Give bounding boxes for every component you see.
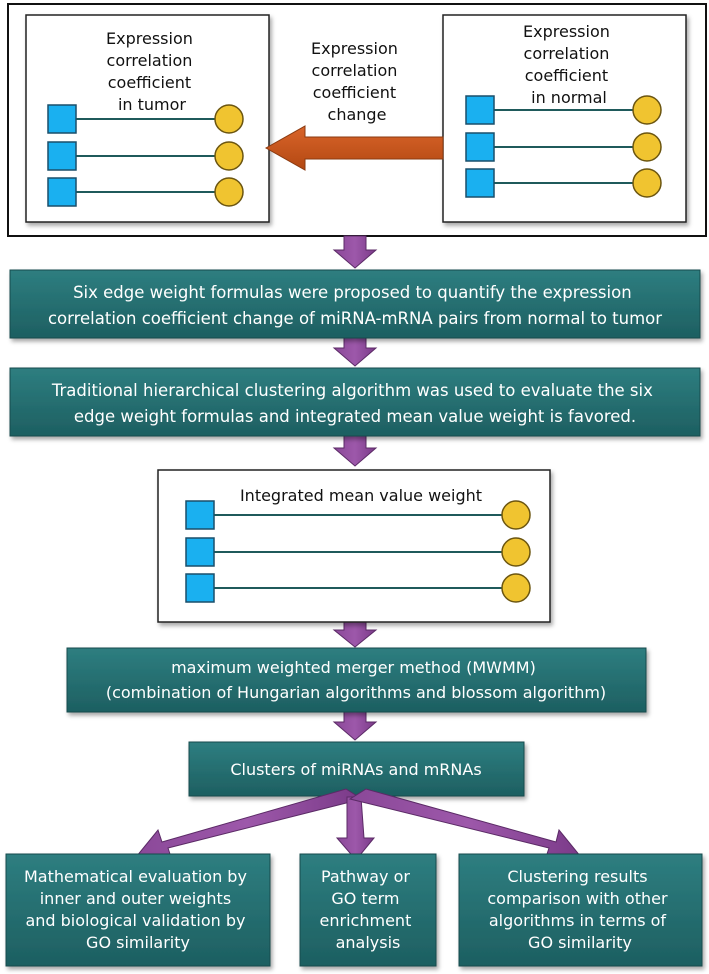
mwmm-text: maximum weighted merger method (MWMM) (c… [106,658,606,702]
down-arrow-icon [332,619,378,648]
clustering-comparison-output [458,853,703,967]
mrna-circle-icon [214,177,244,207]
hierarchical-clustering-text: Traditional hierarchical clustering algo… [51,381,658,426]
mirna-square-icon [465,132,495,162]
branch-left-arrow-icon [130,788,364,863]
down-arrow-icon [332,335,378,367]
change-label: Expression correlation coefficient chang… [311,39,403,124]
mirna-square-icon [465,95,495,125]
down-arrow-icon [332,433,378,467]
normal-network-title: Expression correlation coefficient in no… [523,22,615,107]
mirna-square-icon [185,537,215,567]
edge-weights-text: Six edge weight formulas were proposed t… [48,283,662,328]
mirna-square-icon [185,500,215,530]
normal-network-graph [465,95,662,198]
mirna-square-icon [47,141,77,171]
mrna-circle-icon [501,500,531,530]
pathway-enrichment-output [299,853,437,967]
branch-middle-arrow-icon [335,796,376,861]
mrna-circle-icon [632,168,662,198]
down-arrow-icon [332,709,378,741]
pathway-enrichment-text: Pathway or GO term enrichment analysis [320,867,417,952]
mirna-square-icon [185,573,215,603]
clusters-step [188,741,525,797]
math-evaluation-text: Mathematical evaluation by inner and out… [24,867,252,952]
hierarchical-clustering-step [9,367,701,437]
mrna-circle-icon [632,95,662,125]
tumor-network-graph [47,104,244,207]
tumor-network-title: Expression correlation coefficient in tu… [106,29,198,114]
mrna-circle-icon [214,141,244,171]
mirna-square-icon [47,104,77,134]
down-arrow-icon [332,235,378,269]
integrated-weight-box [157,469,551,623]
mrna-circle-icon [501,537,531,567]
mrna-circle-icon [214,104,244,134]
clustering-comparison-text: Clustering results comparison with other… [487,867,672,952]
clusters-text: Clusters of miRNAs and mRNAs [230,760,481,779]
mwmm-step [66,647,647,713]
integrated-network-graph [185,500,531,603]
math-evaluation-output [5,853,271,967]
edge-weights-step [9,269,701,339]
branch-right-arrow-icon [348,788,587,863]
mrna-circle-icon [632,132,662,162]
integrated-weight-title: Integrated mean value weight [240,486,482,505]
change-arrow-icon [264,125,444,171]
mrna-circle-icon [501,573,531,603]
branch-arrows [130,788,587,863]
mirna-square-icon [465,168,495,198]
mirna-square-icon [47,177,77,207]
